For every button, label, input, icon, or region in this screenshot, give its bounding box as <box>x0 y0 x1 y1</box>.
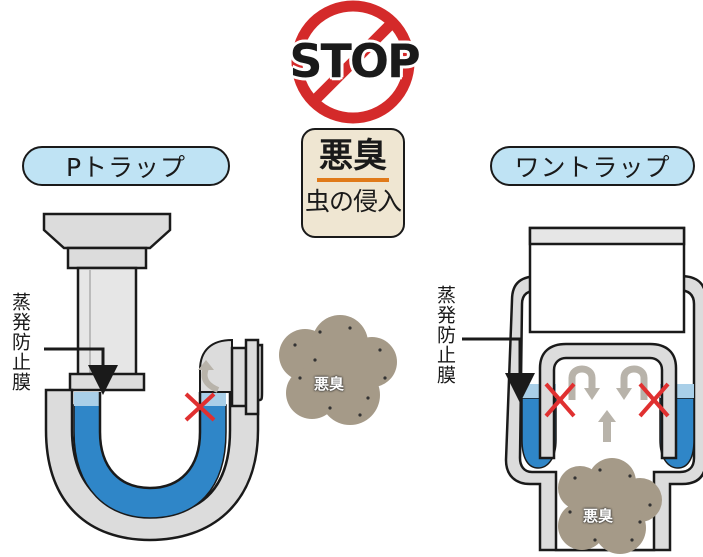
stop-sign-icon <box>291 0 415 124</box>
one-trap-smell-label: 悪臭 <box>583 507 614 525</box>
one-trap-membrane-label: 蒸発防止膜 <box>434 285 456 385</box>
badge-main-text: 悪臭 <box>319 136 387 176</box>
p-trap-smell-label: 悪臭 <box>314 375 345 393</box>
badge-sub-text: 虫の侵入 <box>304 187 402 216</box>
stop-text: STOP <box>289 34 420 88</box>
one-trap-title: ワントラップ <box>490 146 695 186</box>
smell-cloud-left <box>279 315 397 425</box>
p-trap-illustration <box>42 212 264 542</box>
warning-badge: 悪臭 虫の侵入 <box>301 128 405 238</box>
smell-cloud-right <box>558 458 662 554</box>
p-trap-title: Pトラップ <box>22 146 230 186</box>
p-trap-membrane-label: 蒸発防止膜 <box>9 292 31 392</box>
badge-divider <box>317 178 389 182</box>
